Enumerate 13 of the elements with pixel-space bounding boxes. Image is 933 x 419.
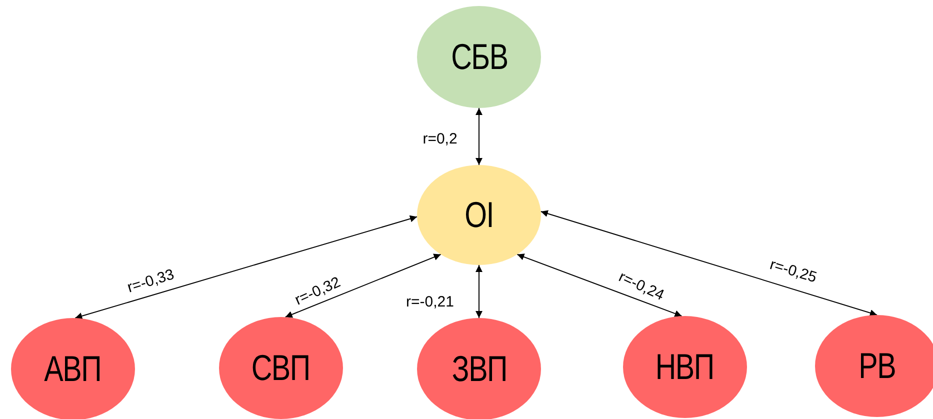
- double-arrow: [516, 254, 682, 317]
- node-label: НВП: [656, 349, 714, 385]
- node-label: РВ: [858, 348, 896, 384]
- double-arrow: [476, 264, 482, 318]
- double-arrow: [476, 108, 482, 166]
- node-label: СБВ: [450, 39, 508, 75]
- node-label: ОІ: [464, 197, 494, 233]
- node-label: АВП: [44, 351, 102, 387]
- double-arrow: [74, 215, 418, 320]
- node-label: ЗВП: [451, 351, 507, 387]
- double-arrow: [284, 254, 442, 318]
- double-arrow: [540, 210, 878, 316]
- node-label: СВП: [252, 350, 310, 386]
